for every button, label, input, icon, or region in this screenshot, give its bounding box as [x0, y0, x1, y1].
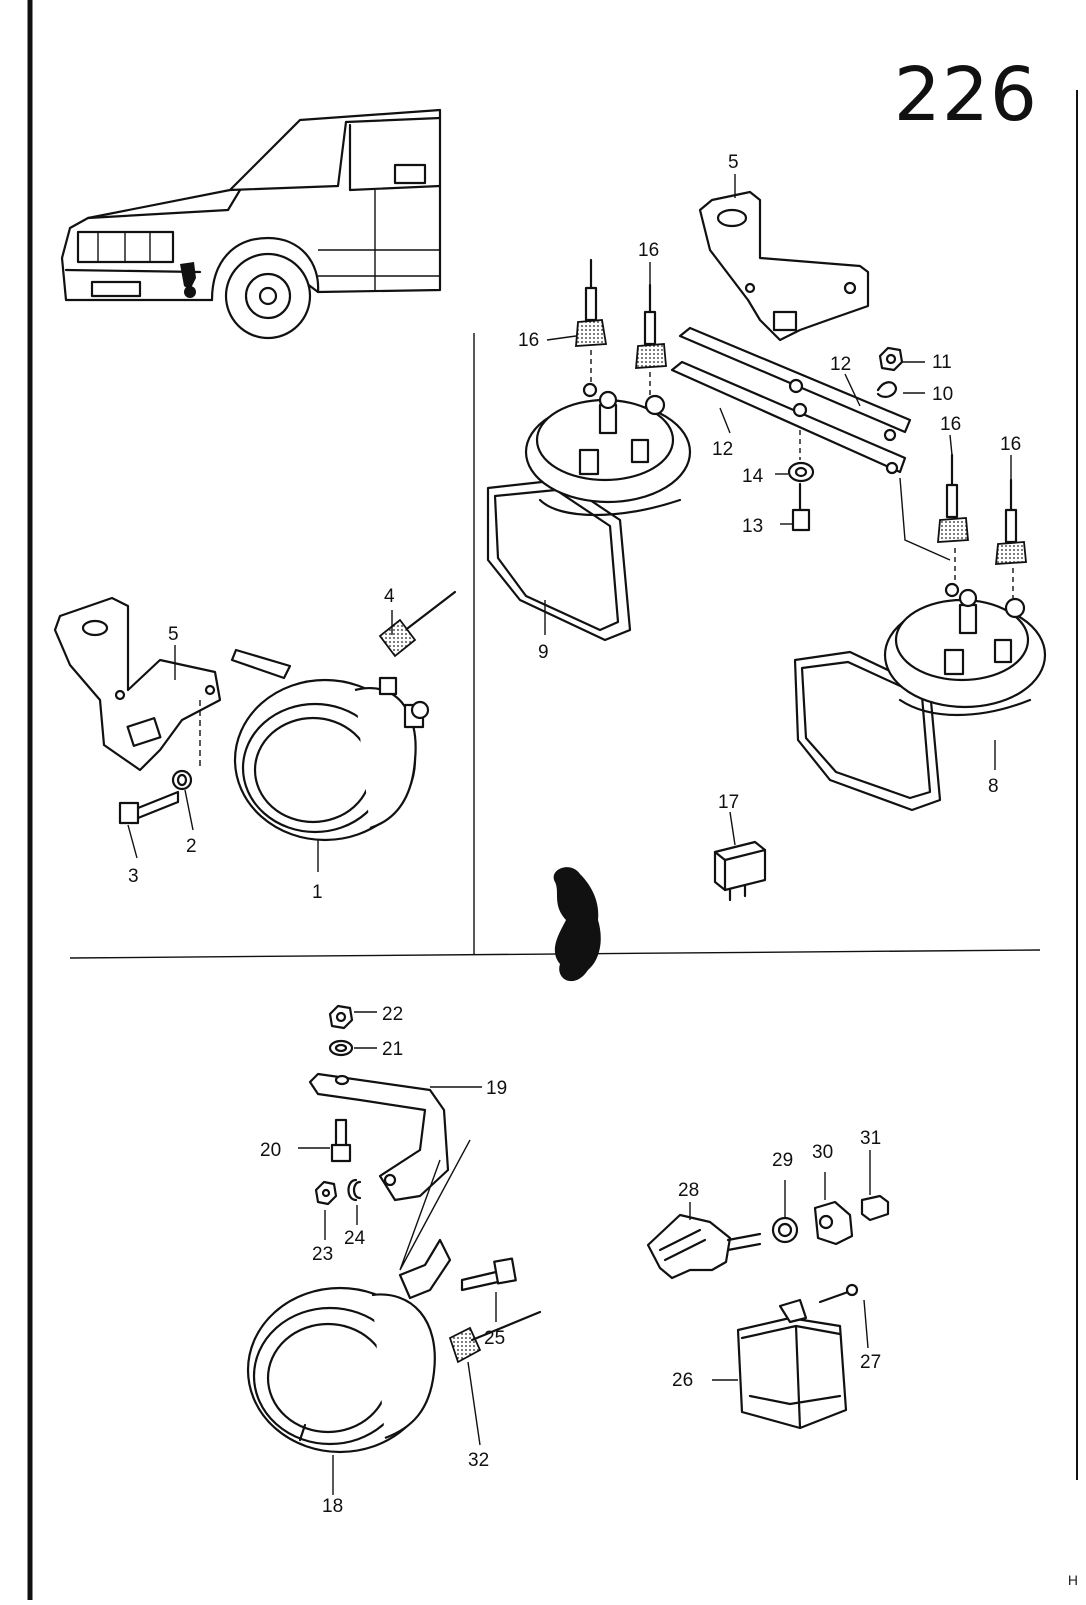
callout-17: 17: [718, 792, 739, 813]
callout-20: 20: [260, 1140, 281, 1161]
callout-16: 16: [1000, 434, 1021, 455]
callout-labels: 1 2 3 4 5 9 16 16 5 11 10 12 12 14 13 16…: [128, 152, 1021, 1517]
callout-12: 12: [712, 439, 733, 460]
callout-24: 24: [344, 1228, 366, 1249]
callout-23: 23: [312, 1244, 333, 1265]
callout-16: 16: [940, 414, 961, 435]
callout-5: 5: [168, 624, 179, 645]
callout-3: 3: [128, 866, 139, 887]
callout-16: 16: [518, 330, 539, 351]
callout-1: 1: [312, 882, 323, 903]
callout-19: 19: [486, 1078, 507, 1099]
callout-26: 26: [672, 1370, 693, 1391]
callout-21: 21: [382, 1039, 403, 1060]
ink-blot: [553, 867, 601, 982]
callout-9: 9: [538, 642, 549, 663]
horn-assembly-bottom: [246, 1004, 542, 1454]
callout-28: 28: [678, 1180, 699, 1201]
callout-8: 8: [988, 776, 999, 797]
callout-18: 18: [322, 1496, 343, 1517]
callout-14: 14: [742, 466, 764, 487]
callout-27: 27: [860, 1352, 881, 1373]
callout-4: 4: [384, 586, 395, 607]
callout-11: 11: [932, 352, 952, 373]
page-number: 226: [893, 52, 1038, 138]
callout-25: 25: [484, 1328, 505, 1349]
page-frame: [27, 0, 1078, 1600]
callout-29: 29: [772, 1150, 793, 1171]
callout-16: 16: [638, 240, 659, 261]
callout-leaders: [127, 174, 1012, 1495]
callout-13: 13: [742, 516, 763, 537]
callout-2: 2: [186, 836, 197, 857]
callout-30: 30: [812, 1142, 833, 1163]
corner-mark: H: [1067, 1572, 1078, 1588]
vehicle-locator-illustration: [60, 108, 442, 340]
switch-and-relay-assembly: [646, 1194, 890, 1430]
callout-10: 10: [932, 384, 953, 405]
callout-31: 31: [860, 1128, 881, 1149]
horn-assembly-right: [486, 190, 1047, 902]
callout-12: 12: [830, 354, 851, 375]
callout-5: 5: [728, 152, 739, 173]
horn-assembly-left: [53, 590, 457, 842]
callout-22: 22: [382, 1004, 403, 1025]
callout-32: 32: [468, 1450, 489, 1471]
